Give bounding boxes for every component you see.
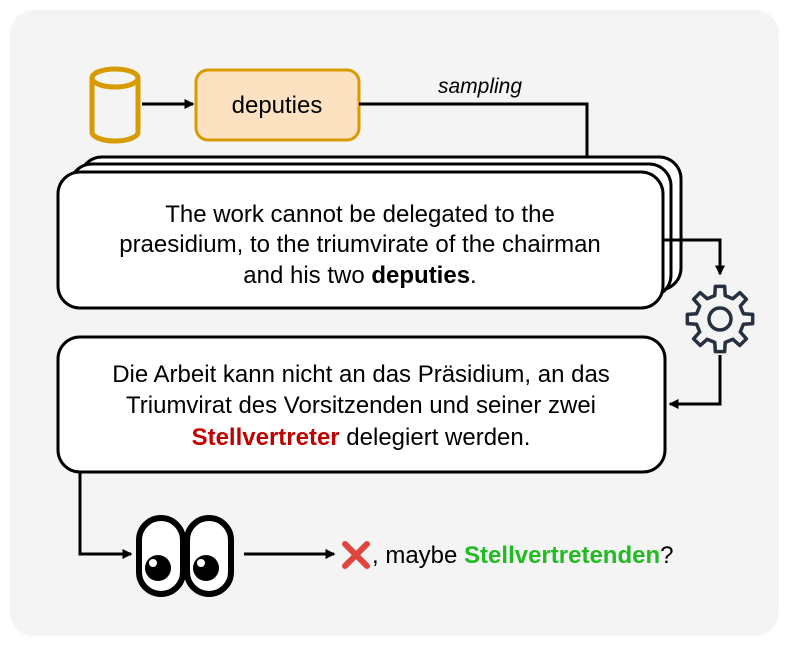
english-line-3: and his two deputies. (243, 262, 476, 289)
english-line-1: The work cannot be delegated to the (165, 201, 555, 228)
german-line-1: Die Arbeit kann nicht an das Präsidium, … (112, 361, 610, 388)
german-target-word: Stellvertreter (192, 424, 340, 451)
verdict-prefix: , maybe (372, 542, 464, 569)
eyes-icon (136, 515, 234, 597)
database-icon (89, 66, 141, 144)
arrow-to-eyes (78, 472, 133, 559)
german-sentence-card (56, 335, 667, 474)
english-line-3-prefix: and his two (243, 262, 371, 289)
suggested-word: Stellvertretenden (464, 542, 660, 569)
german-line-3: Stellvertreter delegiert werden. (192, 424, 531, 451)
verdict-text: , maybe Stellvertretenden? (372, 542, 673, 569)
sampling-label: sampling (438, 75, 522, 98)
source-word-text: deputies (232, 92, 323, 119)
arrow-to-gear (663, 238, 725, 276)
english-line-3-suffix: . (470, 262, 477, 289)
german-line-2: Triumvirat des Vorsitzenden und seiner z… (126, 392, 596, 419)
german-line-3-suffix: delegiert werden. (340, 424, 531, 451)
english-target-word: deputies (371, 262, 470, 289)
arrow-gear-to-german (668, 355, 722, 409)
english-line-2: praesidium, to the triumvirate of the ch… (119, 231, 601, 258)
verdict-suffix: ? (660, 542, 673, 569)
cross-mark-icon (342, 541, 370, 569)
gear-icon (685, 284, 755, 354)
sampling-arrow (359, 102, 592, 169)
